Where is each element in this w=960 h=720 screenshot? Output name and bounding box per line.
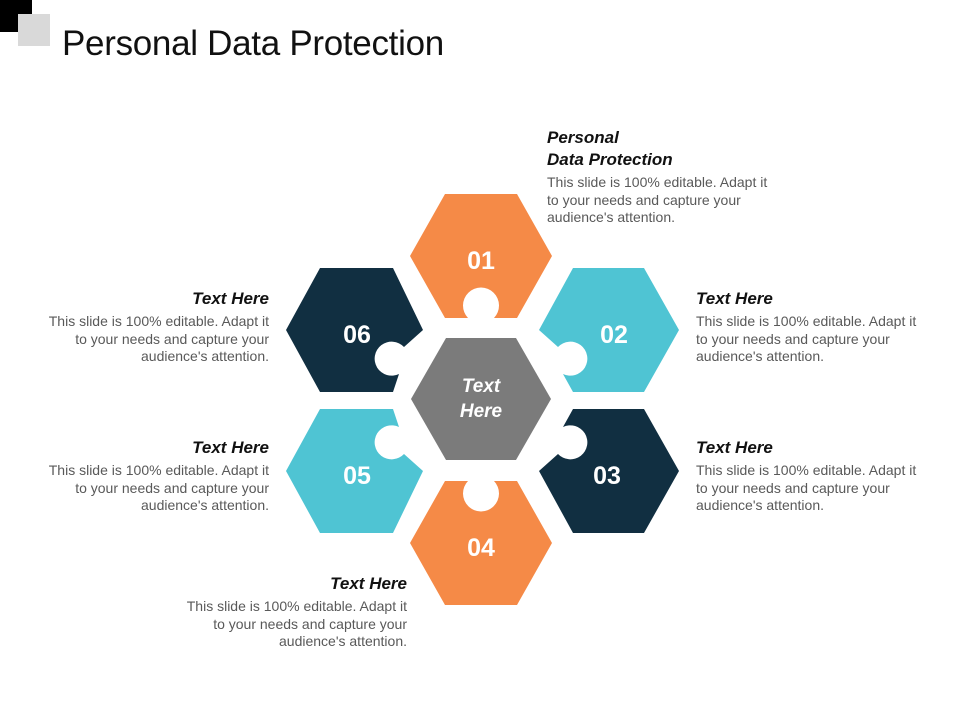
text-block-04: Text Here This slide is 100% editable. A…	[185, 573, 407, 651]
piece-number-01: 01	[467, 247, 495, 275]
hex-piece-05	[286, 409, 423, 533]
text-block-04-body: This slide is 100% editable. Adapt it to…	[186, 598, 407, 649]
text-block-05-body: This slide is 100% editable. Adapt it to…	[48, 462, 269, 513]
text-block-02: Text Here This slide is 100% editable. A…	[696, 288, 918, 366]
piece-number-04: 04	[467, 534, 495, 562]
center-hexagon	[411, 338, 551, 460]
text-block-02-body: This slide is 100% editable. Adapt it to…	[696, 313, 917, 364]
piece-number-02: 02	[600, 321, 628, 349]
text-block-03-body: This slide is 100% editable. Adapt it to…	[696, 462, 917, 513]
hex-piece-03	[539, 409, 679, 533]
piece-number-06: 06	[343, 321, 371, 349]
hex-piece-02	[539, 268, 679, 392]
piece-number-05: 05	[343, 462, 371, 490]
text-block-04-title: Text Here	[330, 574, 407, 593]
text-block-06: Text Here This slide is 100% editable. A…	[47, 288, 269, 366]
corner-square-light	[18, 14, 50, 46]
text-block-06-body: This slide is 100% editable. Adapt it to…	[48, 313, 269, 364]
text-block-05-title: Text Here	[192, 438, 269, 457]
hex-piece-06	[286, 268, 423, 392]
text-block-06-title: Text Here	[192, 289, 269, 308]
text-block-01: Personal Data Protection This slide is 1…	[547, 127, 769, 227]
piece-number-03: 03	[593, 462, 621, 490]
text-block-05: Text Here This slide is 100% editable. A…	[47, 437, 269, 515]
text-block-03: Text Here This slide is 100% editable. A…	[696, 437, 918, 515]
slide-title: Personal Data Protection	[62, 24, 444, 63]
text-block-01-title: Personal Data Protection	[547, 127, 769, 171]
center-text-line1: Text	[462, 376, 501, 397]
hex-piece-04	[410, 481, 552, 605]
text-block-03-title: Text Here	[696, 438, 773, 457]
center-text-line2: Here	[460, 401, 503, 422]
text-block-01-body: This slide is 100% editable. Adapt it to…	[547, 174, 768, 225]
text-block-01-title-line1: Personal	[547, 128, 619, 147]
text-block-02-title: Text Here	[696, 289, 773, 308]
hex-piece-01	[410, 194, 552, 318]
text-block-01-title-line2: Data Protection	[547, 150, 673, 169]
